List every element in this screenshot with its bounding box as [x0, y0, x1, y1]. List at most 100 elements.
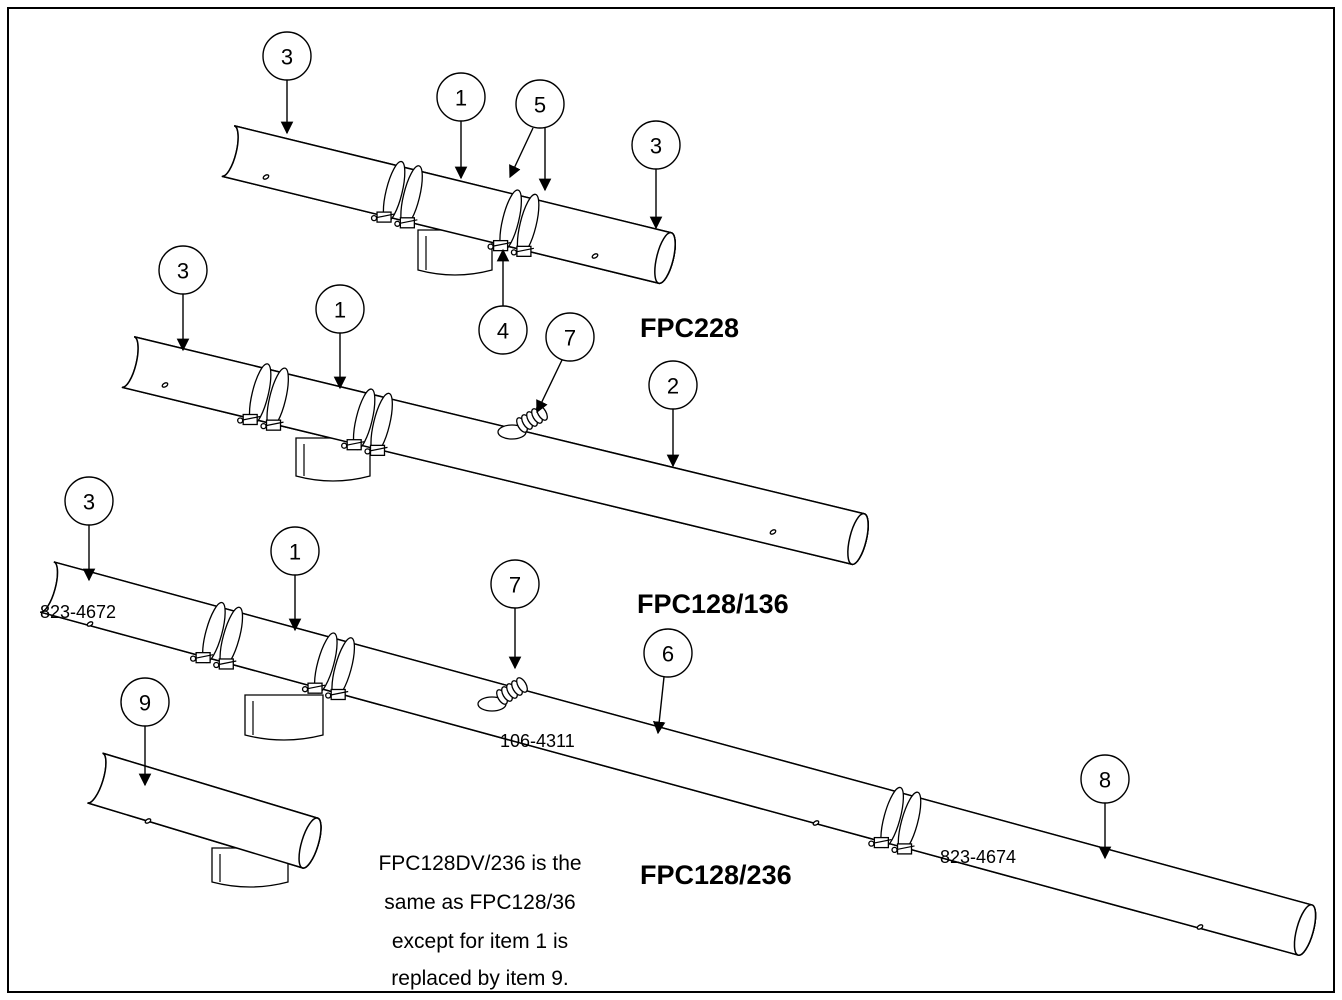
balloon-5-circle: [478, 305, 528, 355]
pipe-fpc128-236-front-end-cap: [1293, 904, 1317, 956]
leader-8-1: [536, 359, 563, 414]
replacement-note: FPC128DV/236 is the same as FPC128/36 ex…: [378, 852, 581, 990]
tee-fpc228-outlet: [417, 229, 493, 276]
balloon-15-circle: [1080, 754, 1130, 804]
clamp-fpc128-236-left-bolt: [216, 660, 237, 666]
balloon-6-number: 3: [177, 259, 189, 284]
balloon-13-number: 6: [662, 642, 674, 667]
assembly-label-fpc228: FPC228: [640, 313, 739, 343]
note-line-4: replaced by item 9.: [391, 967, 568, 990]
drawing-border: [7, 7, 1335, 993]
balloon-9-circle: [648, 360, 698, 410]
balloon-1-number: 3: [281, 45, 293, 70]
hole-item-9: [144, 818, 152, 824]
balloon-13: 6: [643, 628, 693, 678]
hole-fpc128-136-1: [161, 382, 169, 388]
balloon-10-circle: [64, 476, 114, 526]
assembly-label-fpc128-236: FPC128/236: [640, 860, 792, 890]
hole-fpc128-236-1: [86, 621, 94, 627]
balloon-5: 4: [478, 305, 528, 355]
pipe-fpc228-front: [221, 125, 676, 285]
pipe-item-9-front: [87, 752, 322, 869]
tee-fpc128-236: [244, 694, 324, 741]
clamp-fpc228-right-nut: [487, 243, 494, 250]
pipe-fpc228-front-end-cap: [654, 231, 676, 285]
pipe-fpc128-136-front: [121, 336, 869, 566]
clamp-fpc128-136-right: [341, 388, 393, 457]
pipe-item-9-front-body: [87, 752, 322, 869]
hole-fpc128-236-3: [1196, 924, 1204, 930]
leader-13-1: [652, 676, 666, 735]
clamp-fpc128-236-left-bolt: [193, 654, 214, 660]
balloon-3-circle: [515, 79, 565, 129]
clamp-fpc128-136-left: [237, 363, 289, 431]
part-number-823-4672: 823-4672: [40, 602, 116, 622]
balloon-4: 3: [631, 120, 681, 170]
balloon-11-number: 1: [289, 540, 301, 565]
hole-fpc228-1: [262, 174, 270, 180]
pipe-fpc128-136-front-body: [121, 336, 869, 566]
clamp-fpc128-236-mid-bolt: [328, 690, 349, 697]
clamp-fpc128-236-right-nut: [868, 840, 875, 847]
clamp-fpc128-236-left: [189, 601, 244, 670]
balloon-10-number: 3: [83, 490, 95, 515]
note-line-1: FPC128DV/236 is the: [378, 852, 581, 875]
part-number-106-4311: 106-4311: [500, 731, 575, 751]
balloon-15: 8: [1080, 754, 1130, 804]
clamp-fpc228-left-nut: [370, 214, 378, 222]
balloon-8-number: 7: [564, 326, 576, 351]
clamp-fpc128-136-left-nut: [237, 417, 244, 424]
clamp-fpc128-136-right-nut: [341, 442, 348, 449]
balloon-6-circle: [158, 245, 208, 295]
clamp-fpc128-136-left-nut: [260, 423, 267, 430]
part-number-823-4674: 823-4674: [940, 847, 1016, 867]
clamp-fpc228-right-bolt: [513, 247, 535, 253]
balloon-10: 3: [64, 476, 114, 526]
balloon-12-number: 7: [509, 573, 521, 598]
balloon-3-number: 5: [534, 93, 546, 118]
clamp-fpc128-236-right-bolt: [871, 838, 892, 845]
pipe-fpc128-136-front-end-cap: [847, 512, 869, 566]
clamp-fpc128-236-right: [868, 786, 922, 855]
balloon-11: 1: [270, 526, 320, 576]
balloon-1-circle: [262, 31, 312, 81]
balloon-4-number: 3: [650, 134, 662, 159]
leader-layer: [82, 80, 1112, 860]
balloon-2-number: 1: [455, 86, 467, 111]
balloon-2: 1: [436, 72, 486, 122]
clamp-fpc228-right-bolt: [490, 242, 511, 248]
balloon-1: 3: [262, 31, 312, 81]
note-line-3: except for item 1 is: [392, 930, 568, 953]
balloon-3: 5: [515, 79, 565, 129]
balloon-4-circle: [631, 120, 681, 170]
balloon-7-circle: [315, 284, 365, 334]
clamp-fpc228-left: [370, 160, 423, 229]
balloon-6: 3: [158, 245, 208, 295]
balloon-12-circle: [490, 559, 540, 609]
clamp-fpc128-136-left-bolt: [240, 415, 261, 422]
balloon-14-circle: [120, 677, 170, 727]
balloon-11-circle: [270, 526, 320, 576]
clamp-fpc128-236-right-nut: [891, 846, 898, 854]
tee-fpc128-236-outlet: [244, 694, 324, 741]
balloon-13-circle: [643, 628, 693, 678]
clamp-fpc228-left-bolt: [373, 213, 395, 219]
balloon-14: 9: [120, 677, 170, 727]
clamp-fpc228-left-nut: [394, 220, 401, 227]
balloon-5-number: 4: [497, 319, 509, 344]
clamp-fpc128-236-left-nut: [189, 655, 197, 662]
barb-fpc128-236-rib: [516, 677, 528, 693]
barb-fpc128-236: [477, 677, 528, 712]
balloon-8-circle: [545, 312, 595, 362]
tee-fpc228: [417, 229, 493, 276]
clamp-fpc128-236-mid-nut: [301, 686, 309, 693]
pipe-layer: [39, 125, 1317, 956]
clamp-fpc128-136-right-bolt: [367, 446, 388, 452]
balloon-7-number: 1: [334, 298, 346, 323]
hole-fpc128-236-2: [812, 820, 820, 826]
balloon-2-circle: [436, 72, 486, 122]
balloon-14-number: 9: [139, 691, 151, 716]
clamp-fpc128-236-mid-bolt: [304, 684, 326, 690]
